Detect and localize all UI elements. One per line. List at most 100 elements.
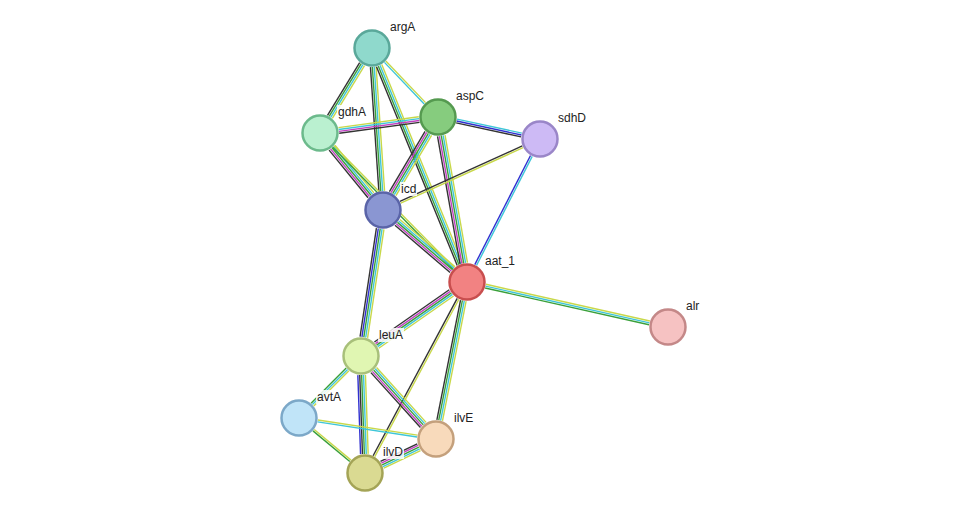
node-circle [353,29,391,67]
node-circle [448,263,486,301]
evidence-line [372,371,422,426]
node-circle [301,114,339,152]
interaction-edge [318,420,418,437]
interaction-edge [360,228,384,338]
interaction-edge [456,119,522,137]
interaction-edge [358,375,368,454]
evidence-line [441,136,463,264]
protein-node: argA [353,29,391,67]
interaction-edge [380,444,420,468]
protein-node: aat_1 [448,263,486,301]
interaction-edge [400,146,523,203]
node-disc [419,422,454,457]
evidence-line [311,368,346,403]
protein-node: icd [364,191,402,229]
evidence-line [396,224,451,271]
interaction-edge [485,284,650,324]
node-circle [649,308,687,346]
evidence-line [486,286,650,323]
node-disc [303,116,338,151]
protein-node: leuA [342,337,380,375]
evidence-line [400,219,455,266]
node-label: ilvD [382,445,404,459]
node-label: aat_1 [484,254,516,268]
node-disc [366,193,401,228]
node-disc [282,401,317,436]
interaction-edge [389,131,431,195]
interaction-edge [437,300,466,421]
node-circle [419,98,457,136]
evidence-line [331,149,370,197]
evidence-line [380,444,417,462]
node-label: argA [389,20,416,34]
evidence-line [456,123,521,137]
node-disc [348,456,383,491]
evidence-line [374,370,424,425]
interaction-edge [329,145,374,197]
evidence-line [396,135,432,195]
evidence-line [318,420,417,435]
protein-node: gdhA [301,114,339,152]
node-disc [344,339,379,374]
protein-node: aspC [419,98,457,136]
node-label: ilvE [453,411,474,425]
evidence-line [386,61,426,103]
node-label: sdhD [557,111,587,125]
evidence-line [375,369,425,424]
node-disc [450,265,485,300]
evidence-line [381,445,418,463]
evidence-line [485,288,649,325]
node-label: icd [400,182,417,196]
node-circle [417,420,455,458]
evidence-line [358,375,361,454]
interaction-edge [438,135,468,264]
evidence-line [378,294,453,346]
evidence-line [457,121,522,135]
evidence-line [438,136,460,264]
node-label: avtA [316,390,342,404]
node-disc [355,31,390,66]
evidence-line [314,429,351,460]
evidence-line [399,221,454,268]
evidence-line [377,293,452,345]
interaction-edge [338,117,419,134]
evidence-line [332,148,371,196]
node-circle [342,337,380,375]
evidence-line [362,229,378,337]
evidence-line [379,296,454,348]
evidence-line [371,373,421,428]
evidence-line [313,431,350,462]
node-circle [521,120,559,158]
evidence-line [439,136,461,264]
protein-node: ilvD [346,454,384,492]
interaction-edge [311,368,349,406]
evidence-line [312,369,347,404]
evidence-line [457,119,522,133]
evidence-line [318,422,417,437]
evidence-line [476,156,532,265]
interaction-edge [313,429,351,461]
node-disc [523,122,558,157]
evidence-line [333,147,453,269]
evidence-line [364,229,380,337]
node-disc [421,100,456,135]
evidence-line [475,155,531,264]
node-label: aspC [455,89,485,103]
evidence-line [439,300,463,420]
protein-node: sdhD [521,120,559,158]
evidence-line [334,146,454,268]
node-circle [346,454,384,492]
evidence-line [441,301,465,421]
interaction-edge [475,155,532,265]
evidence-line [360,228,376,336]
protein-node: ilvE [417,420,455,458]
evidence-line [314,371,349,406]
interaction-edge [374,290,453,348]
evidence-line [401,148,523,203]
node-label: alr [685,299,700,313]
evidence-line [395,225,450,272]
interaction-edge [395,219,455,272]
protein-node: alr [649,308,687,346]
evidence-line [339,122,419,133]
